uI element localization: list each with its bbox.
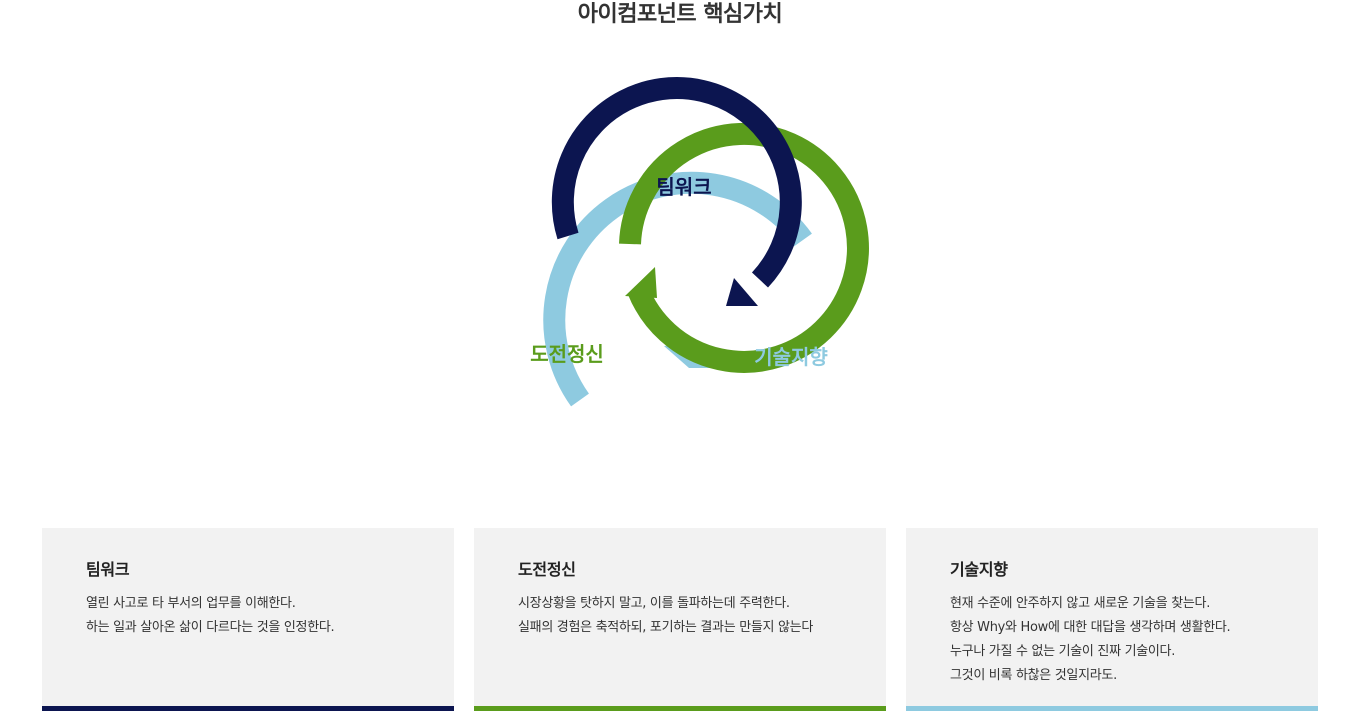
tech-label: 기술지향	[754, 345, 828, 369]
card-text-line: 누구나 가질 수 없는 기술이 진짜 기술이다.	[950, 644, 1176, 659]
card-accent-bar	[906, 706, 1318, 711]
card-title: 도전정신	[518, 560, 576, 579]
challenge-label: 도전정신	[530, 342, 604, 366]
value-card-challenge: 도전정신 시장상황을 탓하지 말고, 이를 돌파하는데 주력한다. 실패의 경험…	[474, 528, 886, 711]
card-text-line: 항상 Why와 How에 대한 대답을 생각하며 생활한다.	[950, 620, 1231, 635]
card-accent-bar	[474, 706, 886, 711]
card-title: 팀워크	[86, 560, 130, 579]
card-text-line: 열린 사고로 타 부서의 업무를 이해한다.	[86, 596, 296, 611]
teamwork-arc	[551, 77, 802, 288]
core-values-cycle-svg: 팀워크 도전정신 기술지향	[530, 77, 869, 407]
core-values-diagram: 팀워크 도전정신 기술지향	[420, 50, 940, 500]
value-card-teamwork: 팀워크 열린 사고로 타 부서의 업무를 이해한다. 하는 일과 살아온 삶이 …	[42, 528, 454, 711]
page-title: 아이컴포넌트 핵심가치	[577, 2, 783, 27]
card-text-line: 현재 수준에 안주하지 않고 새로운 기술을 찾는다.	[950, 596, 1211, 611]
card-title: 기술지향	[950, 560, 1008, 579]
challenge-arc	[619, 122, 869, 373]
tech-arc	[543, 171, 812, 407]
challenge-arrowhead	[625, 267, 657, 298]
value-card-tech: 기술지향 현재 수준에 안주하지 않고 새로운 기술을 찾는다. 항상 Why와…	[906, 528, 1318, 711]
card-text-line: 하는 일과 살아온 삶이 다르다는 것을 인정한다.	[86, 620, 335, 635]
card-accent-bar	[42, 706, 454, 711]
card-text-line: 실패의 경험은 축적하되, 포기하는 결과는 만들지 않는다	[518, 620, 814, 635]
value-cards: 팀워크 열린 사고로 타 부서의 업무를 이해한다. 하는 일과 살아온 삶이 …	[42, 528, 1318, 711]
teamwork-label: 팀워크	[656, 175, 711, 199]
card-text-line: 그것이 비록 하찮은 것일지라도.	[950, 668, 1117, 683]
card-text-line: 시장상황을 탓하지 말고, 이를 돌파하는데 주력한다.	[518, 596, 790, 611]
teamwork-arrowhead	[726, 278, 758, 306]
